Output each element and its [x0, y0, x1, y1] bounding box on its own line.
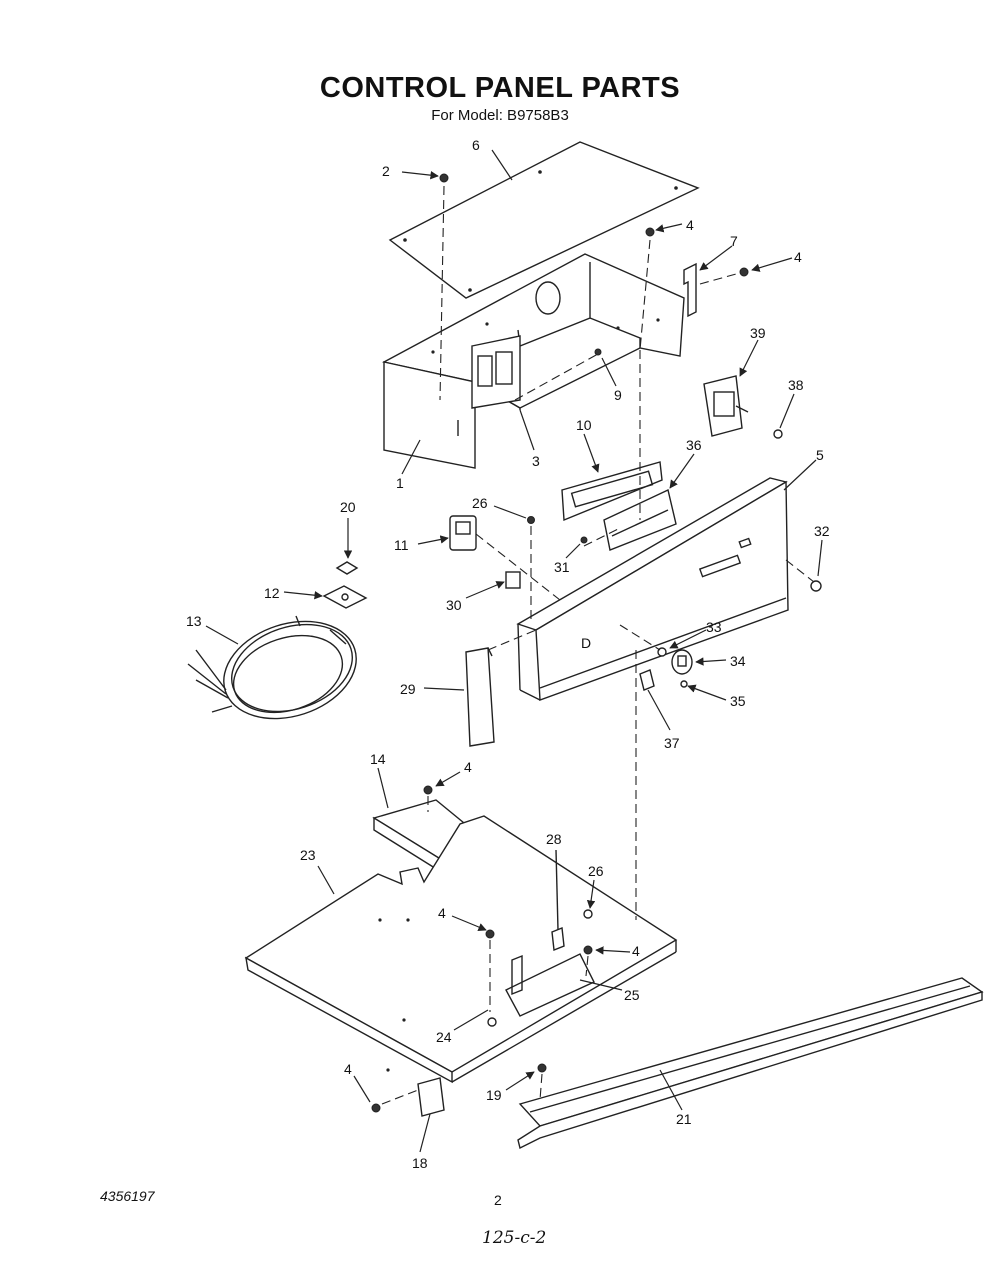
document-number: 4356197 — [100, 1188, 155, 1204]
callout-32: 36 — [686, 437, 702, 453]
page-number: 2 — [494, 1192, 502, 1208]
callout-29: 30 — [446, 597, 462, 613]
part-38-screw — [773, 429, 783, 439]
callout-24: 26 — [472, 495, 488, 511]
part-28-side-trim — [465, 647, 495, 747]
callout-2: 2 — [382, 163, 390, 179]
callout-4e: 4 — [632, 943, 640, 959]
callout-21: 24 — [436, 1029, 452, 1045]
callout-28: 29 — [400, 681, 416, 697]
screws — [371, 173, 749, 1113]
handwritten-reference: 125-c-2 — [482, 1228, 547, 1248]
part-10-display-board — [561, 461, 663, 522]
part-25-bracket — [551, 849, 565, 951]
part-14-wire-harness — [187, 615, 357, 720]
callout-23: 25 — [624, 987, 640, 1003]
callout-33: 32 — [814, 523, 830, 539]
callout-5: 6 — [472, 137, 480, 153]
callout-6: 5 — [816, 447, 824, 463]
callout-9: 9 — [614, 387, 622, 403]
callout-31: 23 — [300, 847, 316, 863]
callout-39: 39 — [750, 325, 766, 341]
callout-3: 3 — [532, 453, 540, 469]
callout-35: 34 — [730, 653, 746, 669]
callout-19: 19 — [486, 1087, 502, 1103]
part-23-bracket — [505, 953, 595, 1017]
callout-7: 7 — [730, 233, 738, 249]
callout-4a: 4 — [686, 217, 694, 233]
callout-4f: 4 — [344, 1061, 352, 1077]
part-21-bracket — [487, 954, 523, 1027]
callout-26-label: 26 — [588, 863, 604, 879]
callout-10: 10 — [576, 417, 592, 433]
part-12-grommet — [335, 561, 359, 575]
part-18-clip — [417, 1077, 445, 1117]
part-33-screw — [810, 580, 822, 592]
callout-13: 12 — [264, 585, 280, 601]
callout-30: 31 — [554, 559, 570, 575]
callout-20: 21 — [676, 1111, 692, 1127]
callout-4c: 4 — [464, 759, 472, 775]
callout-12: 20 — [340, 499, 356, 515]
part-11-switch — [449, 515, 477, 551]
part-35-clip — [671, 649, 693, 675]
part-7-bracket — [683, 262, 697, 318]
part-6-control-panel: D — [516, 477, 789, 701]
part-37-bracket — [639, 669, 655, 691]
part-29-clip — [505, 571, 521, 589]
leader-lines — [205, 149, 823, 1153]
part-5-top-cover — [388, 141, 700, 299]
callout-1: 1 — [396, 475, 404, 491]
callout-38: 38 — [788, 377, 804, 393]
callout-15: 14 — [370, 751, 386, 767]
part-39-thermostat — [703, 375, 749, 437]
part-3-switch — [471, 335, 521, 409]
part-26-screw — [583, 909, 593, 919]
part-13-plate — [322, 585, 368, 609]
callout-4b: 4 — [794, 249, 802, 265]
callout-36: 35 — [730, 693, 746, 709]
page-title: CONTROL PANEL PARTS — [319, 72, 681, 104]
callout-11: 11 — [394, 537, 409, 553]
part-31-base-panel — [244, 815, 678, 1084]
alignment-lines — [381, 185, 815, 1105]
callout-25: 28 — [546, 831, 562, 847]
part-20-front-trim — [517, 977, 984, 1150]
callout-4d: 4 — [438, 905, 446, 921]
part-1-housing — [382, 253, 685, 469]
callout-14: 13 — [186, 613, 202, 629]
callout-18: 18 — [412, 1155, 428, 1171]
part-36-spring — [680, 680, 688, 688]
callout-34: 33 — [706, 619, 722, 635]
callout-37: 37 — [664, 735, 680, 751]
callout-labels: 2 6 4 7 4 39 9 38 10 36 5 3 1 26 20 11 3… — [186, 137, 830, 1171]
svg-text:D: D — [581, 635, 591, 651]
model-subtitle: For Model: B9758B3 — [431, 107, 569, 124]
